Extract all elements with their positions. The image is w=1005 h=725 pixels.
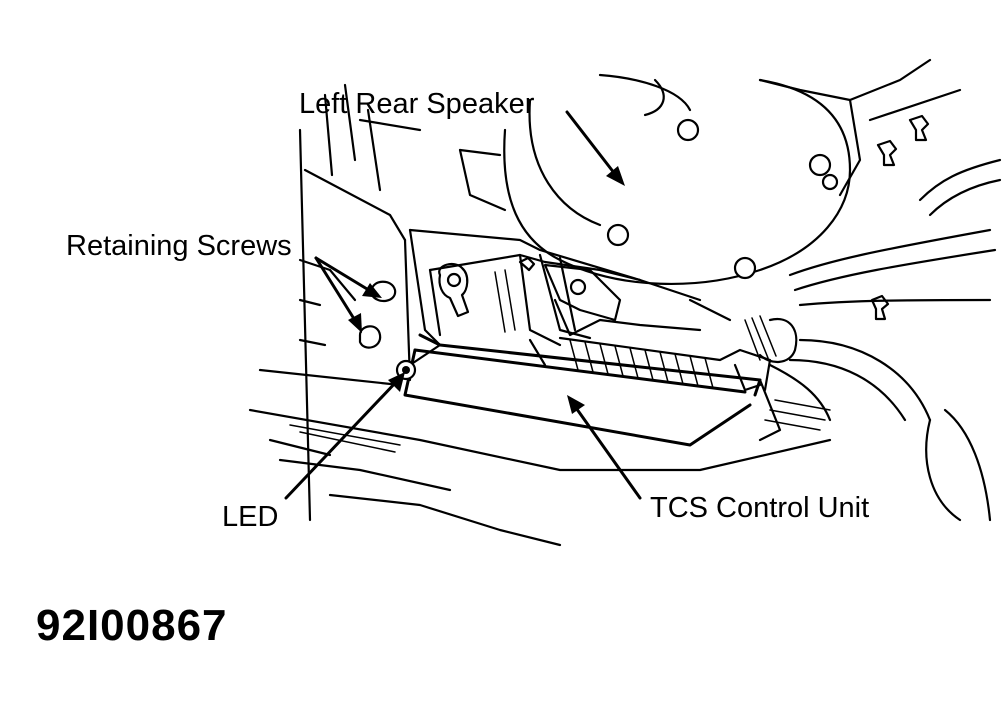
screw-arrowhead-lower	[348, 313, 362, 333]
left-rear-speaker	[458, 58, 962, 321]
mounting-bracket	[408, 228, 732, 347]
label-retaining-screws: Retaining Screws	[66, 230, 292, 262]
speaker-arrowhead	[606, 166, 625, 186]
retaining-screws	[358, 280, 397, 349]
tcs-leader	[572, 403, 642, 500]
label-tcs-control-unit: TCS Control Unit	[650, 492, 870, 524]
tcs-control-unit	[403, 333, 832, 447]
screw-arrowhead-upper	[362, 283, 382, 298]
figure-number: 92I00867	[36, 601, 228, 650]
led-leader	[284, 378, 400, 500]
leader-arrows	[284, 110, 642, 500]
screw-leader-upper	[314, 256, 374, 294]
label-left-rear-speaker: Left Rear Speaker	[299, 88, 535, 120]
label-led: LED	[222, 501, 279, 533]
led-arrowhead	[388, 372, 405, 392]
wiring-harness	[744, 158, 1002, 522]
speaker-leader	[565, 110, 620, 180]
screw-leader-lower	[314, 256, 358, 324]
tcs-arrowhead	[567, 395, 585, 414]
body-panel-lines	[248, 83, 832, 547]
